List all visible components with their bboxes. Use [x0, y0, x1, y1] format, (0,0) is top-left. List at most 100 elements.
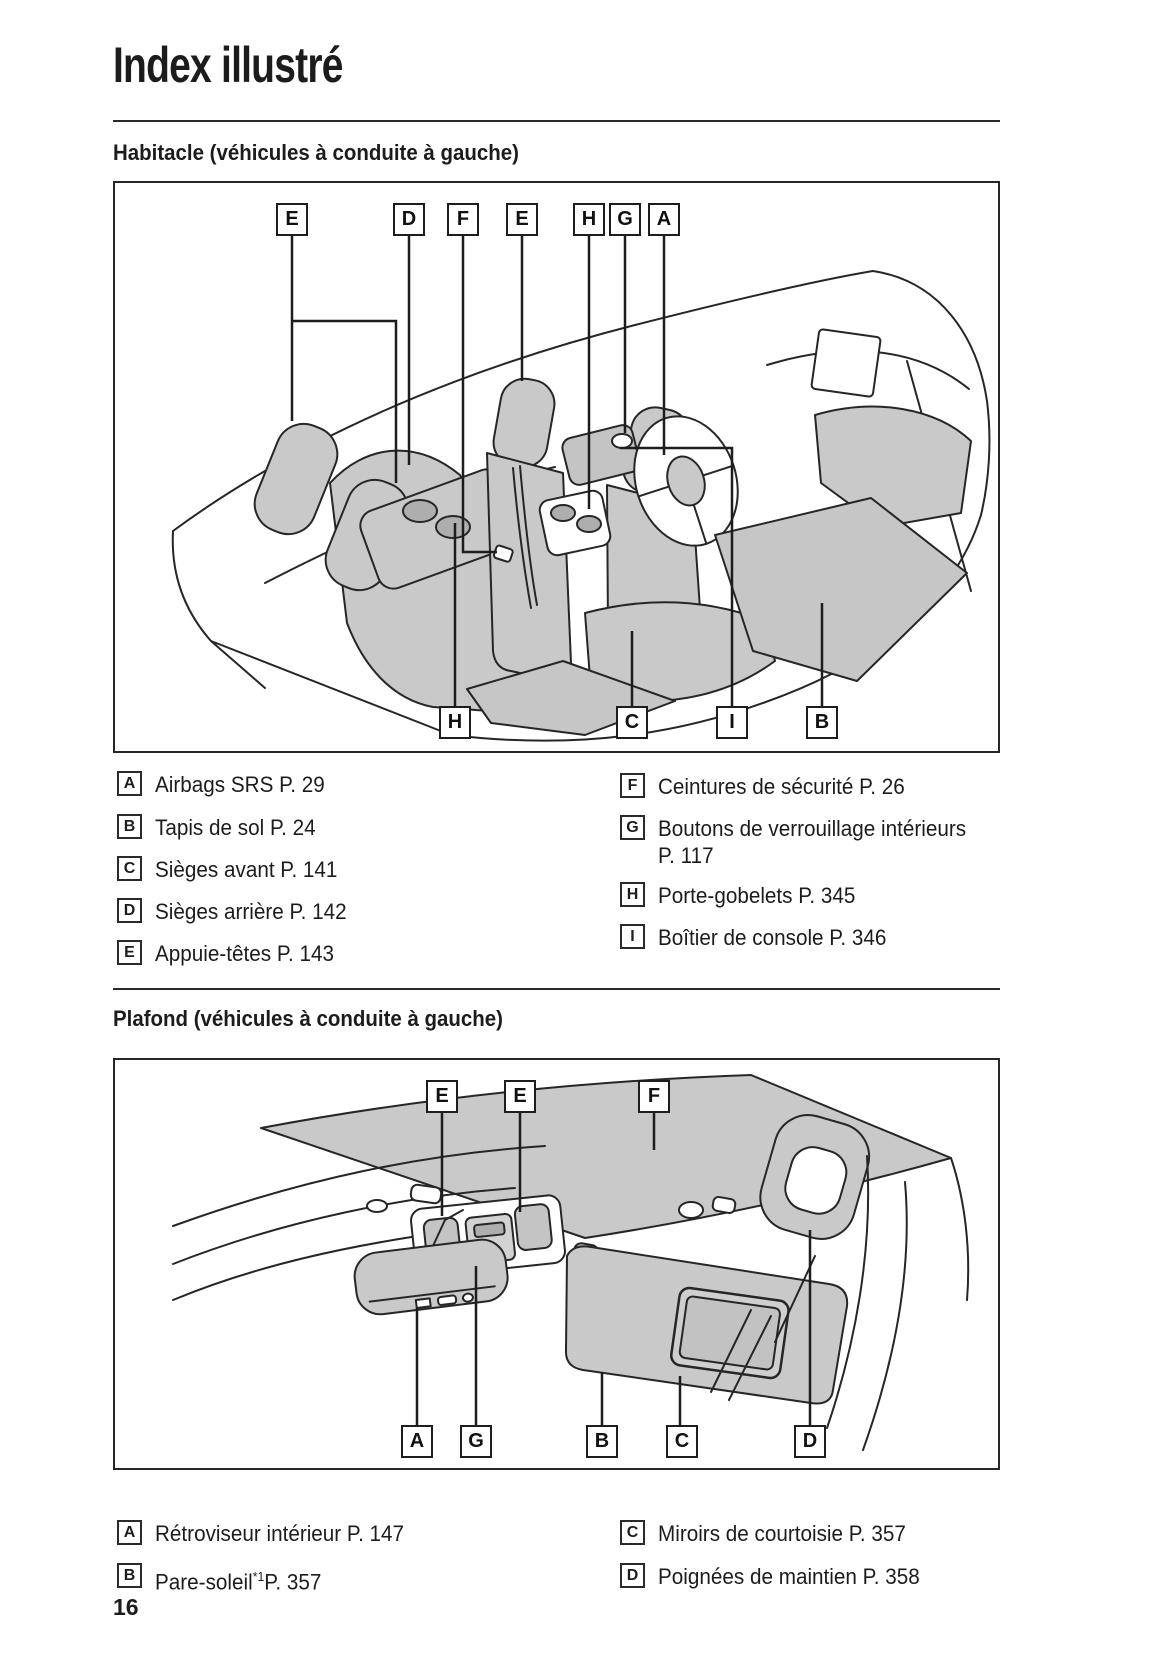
- figure-habitacle: E D F E H G A H C I B: [113, 181, 1000, 753]
- callout-D-rear-seats: D: [393, 203, 425, 236]
- callout-H-rear-cupholders: H: [439, 706, 471, 739]
- hatch-3: [775, 1256, 815, 1342]
- legend-text: Tapis de sol P. 24: [155, 815, 316, 840]
- dashboard: [815, 407, 971, 527]
- callout-G-lock-buttons: G: [609, 203, 641, 236]
- console-cup-1: [551, 505, 575, 521]
- header-line-3: [173, 1232, 445, 1300]
- legend-text: Poignées de maintien P. 358: [658, 1564, 920, 1589]
- legend-text: Pare-soleil*1P. 357: [155, 1569, 322, 1595]
- a-pillar: [873, 271, 989, 515]
- legend-key: H: [620, 882, 645, 907]
- legend-text: Boîtier de console P. 346: [658, 925, 887, 950]
- cupholder-1: [403, 500, 437, 522]
- sensor-housing: [410, 1184, 442, 1204]
- callout-H-cupholders: H: [573, 203, 605, 236]
- callout-A-airbags: A: [648, 203, 680, 236]
- callout-lines: [292, 235, 822, 706]
- legend-key: A: [117, 1520, 142, 1545]
- grab-handle: [752, 1107, 877, 1247]
- callout-E-rear-headrests: E: [276, 203, 308, 236]
- rearview-mirror: [352, 1237, 510, 1317]
- pillar-line-1: [827, 1156, 868, 1428]
- map-light-right: [514, 1203, 552, 1250]
- vanity-mirror: [670, 1287, 790, 1380]
- door-lock-knob: [612, 434, 632, 448]
- legend-key: B: [117, 1563, 142, 1588]
- header-line-1: [173, 1146, 545, 1226]
- legend-text: Ceintures de sécurité P. 26: [658, 774, 905, 799]
- legend-item-ceintures: F Ceintures de sécurité P. 26: [620, 773, 921, 800]
- callout-E-map-light-1: E: [426, 1080, 458, 1113]
- legend-key: D: [117, 898, 142, 923]
- section-heading-plafond: Plafond (véhicules à conduite à gauche): [113, 1006, 503, 1031]
- legend-text: Miroirs de courtoisie P. 357: [658, 1521, 906, 1546]
- cupholder-2: [436, 516, 470, 538]
- header-line-2: [173, 1188, 515, 1264]
- callout-A-retroviseur: A: [401, 1425, 433, 1458]
- callout-E-map-light-2: E: [504, 1080, 536, 1113]
- footnote-marker: *1: [252, 1569, 265, 1584]
- seatbelt: [513, 468, 531, 608]
- front-floor-mat: [715, 498, 967, 681]
- legend-item-pare-soleil: B Pare-soleil*1P. 357: [117, 1563, 332, 1595]
- hatch-1: [711, 1310, 751, 1392]
- legend-text: Rétroviseur intérieur P. 147: [155, 1521, 405, 1546]
- mic-grille: [712, 1196, 736, 1214]
- legend-text: Sièges arrière P. 142: [155, 899, 347, 924]
- legend-item-sieges-arriere: D Sièges arrière P. 142: [117, 898, 359, 925]
- legend-item-boitier: I Boîtier de console P. 346: [620, 924, 901, 951]
- legend-item-sieges-avant: C Sièges avant P. 141: [117, 856, 349, 883]
- hatch-2: [729, 1316, 771, 1400]
- legend-item-poignees: D Poignées de maintien P. 358: [620, 1563, 936, 1590]
- section-heading-habitacle: Habitacle (véhicules à conduite à gauche…: [113, 140, 519, 165]
- callout-B-pare-soleil: B: [586, 1425, 618, 1458]
- legend-key: E: [117, 940, 142, 965]
- legend-key: C: [620, 1520, 645, 1545]
- legend-text: Sièges avant P. 141: [155, 857, 338, 882]
- divider-middle: [113, 988, 1000, 990]
- callout-D-poignee: D: [794, 1425, 826, 1458]
- callout-I-console-box: I: [716, 706, 748, 739]
- legend-key: C: [117, 856, 142, 881]
- legend-text: Porte-gobelets P. 345: [658, 883, 856, 908]
- legend-item-porte-gobelets: H Porte-gobelets P. 345: [620, 882, 868, 909]
- callout-C-miroir: C: [666, 1425, 698, 1458]
- door-edge: [951, 1158, 968, 1300]
- habitacle-line-art: [115, 183, 998, 751]
- mirror-stalk: [433, 1210, 463, 1246]
- page-number: 16: [113, 1594, 139, 1620]
- console-cup-2: [577, 516, 601, 532]
- callout-B-floor-mats: B: [806, 706, 838, 739]
- legend-key: A: [117, 771, 142, 796]
- seatbelt-2: [520, 466, 537, 605]
- callout-C-front-seats: C: [616, 706, 648, 739]
- legend-key: B: [117, 814, 142, 839]
- legend-key: G: [620, 815, 645, 840]
- dome-light: [679, 1202, 703, 1218]
- callout-E-front-headrest: E: [506, 203, 538, 236]
- nav-screen: [811, 329, 881, 397]
- rear-body: [173, 531, 265, 688]
- page-title: Index illustré: [113, 37, 343, 93]
- figure-plafond: E E F A G B C D: [113, 1058, 1000, 1470]
- callout-lines: [417, 1112, 810, 1425]
- legend-key: F: [620, 773, 645, 798]
- legend-item-miroirs: C Miroirs de courtoisie P. 357: [620, 1520, 922, 1547]
- legend-key: D: [620, 1563, 645, 1588]
- legend-text: Appuie-têtes P. 143: [155, 941, 334, 966]
- legend-key: I: [620, 924, 645, 949]
- legend-item-airbags: A Airbags SRS P. 29: [117, 771, 336, 798]
- legend-item-tapis: B Tapis de sol P. 24: [117, 814, 326, 841]
- rear-headrest-1: [246, 415, 345, 542]
- clip: [367, 1200, 387, 1212]
- pillar-line-2: [863, 1182, 907, 1450]
- plafond-line-art: [115, 1060, 998, 1468]
- legend-text: Airbags SRS P. 29: [155, 772, 325, 797]
- legend-item-retroviseur: A Rétroviseur intérieur P. 147: [117, 1520, 420, 1547]
- legend-item-appuie-tetes: E Appuie-têtes P. 143: [117, 940, 345, 967]
- divider-top: [113, 120, 1000, 122]
